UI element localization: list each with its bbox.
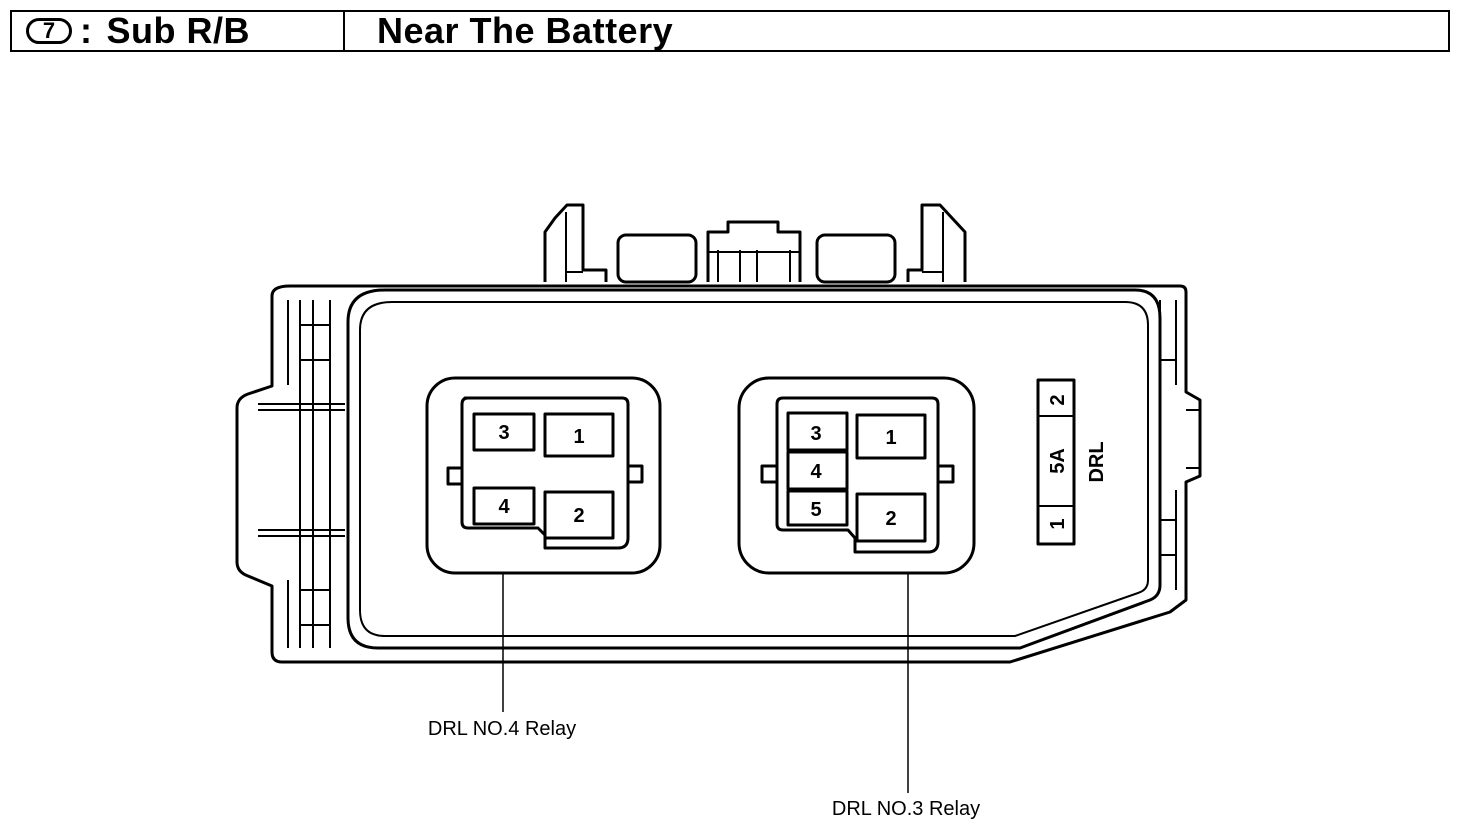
box-code: Sub R/B [106,10,250,51]
pin-label: 2 [573,505,584,527]
pin-2 [855,492,927,543]
relay-label-drl-no4: DRL NO.4 Relay [428,718,576,740]
pin-1 [855,413,927,460]
pin-3 [472,412,536,452]
inner-cover [346,288,1162,650]
pin-label: 5 [810,499,821,521]
pin-label: 4 [498,496,510,518]
pin-3 [786,411,849,452]
circled-number-badge: 7 [26,18,72,44]
fuse-name: DRL [1086,441,1108,482]
fuse-rating: 5A [1047,448,1069,474]
title-bar: 7 : Sub R/B Near The Battery [10,10,1450,52]
separator: : [80,10,93,51]
fuse-terminal-label: 2 [1047,394,1069,405]
pin-5 [786,489,849,527]
pin-label: 1 [885,427,896,449]
box-id-cell: 7 : Sub R/B [12,10,345,51]
location-title: Near The Battery [377,10,674,51]
fuse-terminal-label: 1 [1047,518,1069,529]
pin-4 [472,486,536,526]
fuse-drl-5a[interactable] [1036,378,1076,546]
pin-label: 3 [498,422,509,444]
relay-label-drl-no3: DRL NO.3 Relay [832,798,980,820]
outer-housing [235,284,1202,664]
relay-socket-drl-no4[interactable] [425,376,662,575]
location-cell: Near The Battery [345,10,1448,51]
top-latches [543,203,967,284]
relay-socket-drl-no3[interactable] [737,376,976,575]
inner-cover-lip [359,301,1149,637]
pin-label: 3 [810,423,821,445]
pin-4 [786,450,849,491]
pin-2 [543,490,615,540]
pin-label: 4 [810,461,822,483]
pin-label: 2 [885,508,896,530]
pin-1 [543,412,615,458]
pin-label: 1 [573,426,584,448]
